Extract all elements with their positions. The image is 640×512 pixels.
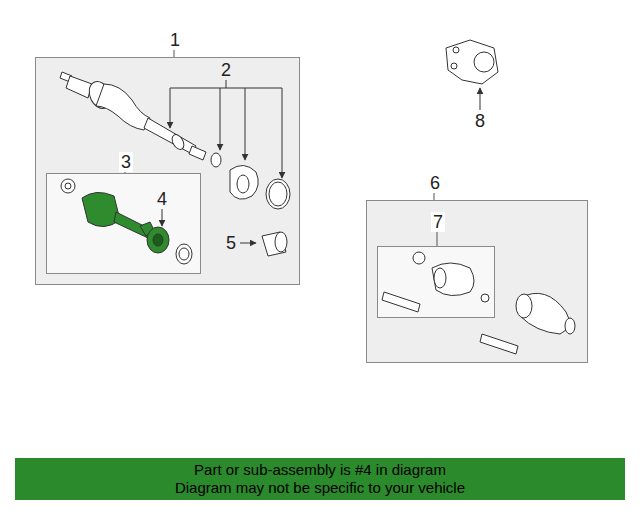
callout-number: 1 xyxy=(168,30,182,50)
group-box: 7 xyxy=(377,246,495,318)
leader-lines xyxy=(125,50,437,246)
callout-arrows xyxy=(162,88,480,243)
group-box: 3 xyxy=(46,173,201,274)
group-ground xyxy=(35,57,300,285)
notice-text: Diagram may not be specific to your vehi… xyxy=(175,479,465,497)
callout-number: 6 xyxy=(428,173,442,193)
callout-number: 8 xyxy=(475,111,485,131)
callout-bracket xyxy=(170,80,282,178)
group-box: 13 xyxy=(35,57,300,285)
inner-joint xyxy=(61,179,192,264)
notice-text: Part or sub-assembly is #4 in diagram xyxy=(194,461,446,479)
callout-number: 7 xyxy=(431,212,445,232)
group-ground xyxy=(366,200,588,363)
damper-part xyxy=(262,232,287,256)
boot-kit-parts xyxy=(382,252,575,354)
boot-kit-parts xyxy=(211,153,290,209)
bracket-part xyxy=(446,40,498,84)
callout-number: 5 xyxy=(226,233,236,253)
group-ground xyxy=(377,246,495,318)
group-ground xyxy=(46,173,201,274)
notice-banner: Part or sub-assembly is #4 in diagramDia… xyxy=(15,458,625,500)
group-box: 67 xyxy=(366,200,588,363)
callout-number: 2 xyxy=(221,60,231,80)
callout-number: 3 xyxy=(119,152,133,172)
axle-assembly xyxy=(60,72,206,160)
callout-number: 4 xyxy=(157,189,167,209)
